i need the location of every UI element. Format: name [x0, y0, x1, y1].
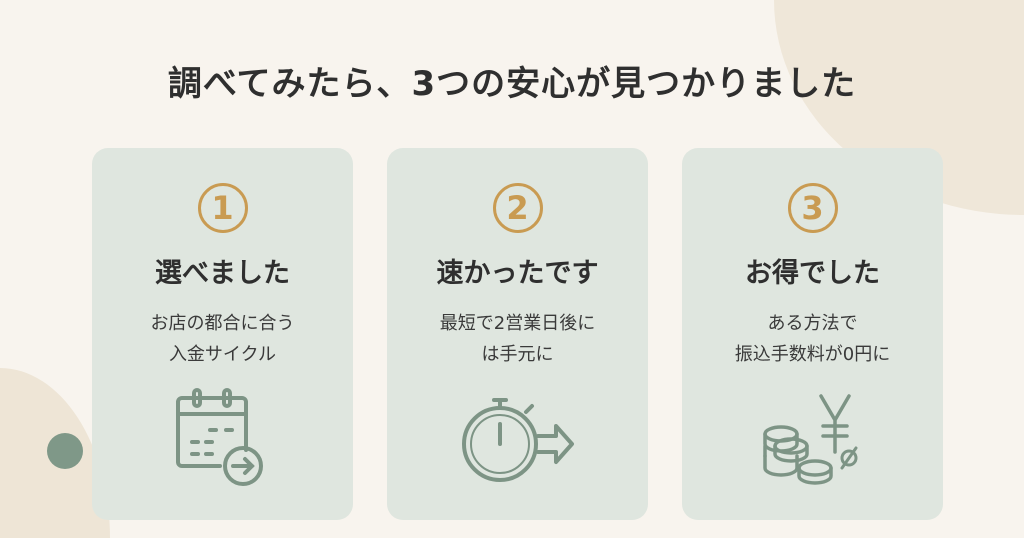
card-heading: 速かったです — [436, 258, 599, 289]
card-savings: 3 お得でした ある方法で 振込手数料が0円に — [682, 148, 943, 520]
card-heading: お得でした — [745, 258, 880, 289]
desc-line: は手元に — [481, 344, 554, 365]
desc-line: 入金サイクル — [168, 344, 277, 365]
number-badge: 2 — [492, 183, 543, 233]
stopwatch-arrow-icon — [461, 398, 574, 482]
coins-yen-zero-icon — [762, 394, 857, 485]
number-badge: 3 — [787, 183, 838, 233]
card-heading: 選べました — [155, 258, 290, 289]
desc-line: 振込手数料が0円に — [734, 344, 891, 365]
calendar-arrow-icon — [175, 388, 263, 486]
number-badge: 1 — [197, 183, 248, 233]
card-description: 最短で2営業日後に は手元に — [387, 308, 648, 370]
page-title: 調べてみたら、3つの安心が見つかりました — [167, 64, 857, 104]
desc-line: お店の都合に合う — [150, 313, 295, 334]
desc-line: ある方法で — [767, 313, 858, 334]
desc-line: 最短で2営業日後に — [439, 313, 596, 334]
card-choice: 1 選べました お店の都合に合う 入金サイクル — [92, 148, 353, 520]
card-speed: 2 速かったです 最短で2営業日後に は手元に — [387, 148, 648, 520]
decorative-dot — [47, 433, 83, 469]
card-description: お店の都合に合う 入金サイクル — [92, 308, 353, 370]
card-description: ある方法で 振込手数料が0円に — [682, 308, 943, 370]
